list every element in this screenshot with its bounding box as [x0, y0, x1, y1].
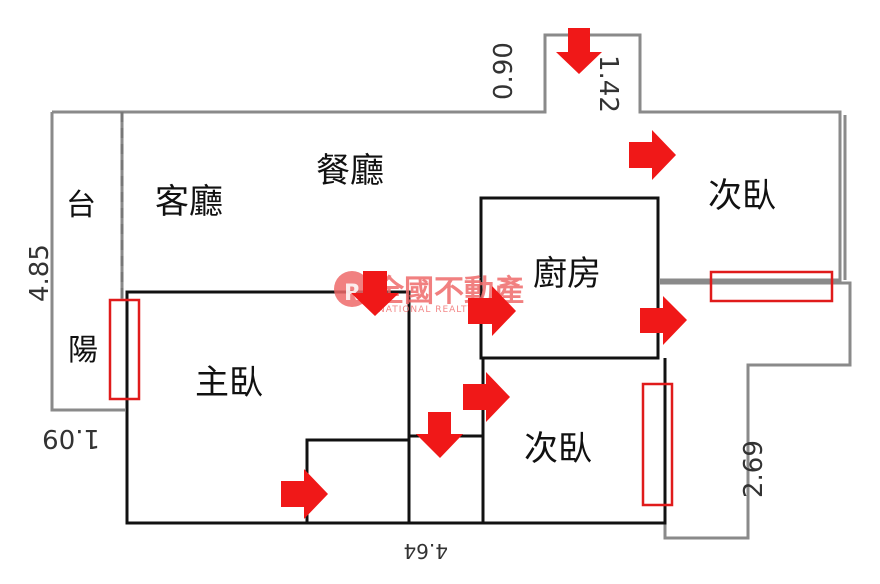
arrow-right-icon	[640, 296, 687, 345]
arrow-down-icon	[351, 271, 399, 316]
label-bedroom-top: 次臥	[708, 176, 776, 216]
dim-bottom: 4.64	[403, 539, 448, 563]
label-dining-room: 餐廳	[316, 151, 384, 191]
arrow-right-icon	[468, 286, 516, 336]
arrow-down-icon	[556, 28, 602, 74]
room-outlines	[125, 196, 667, 525]
bedroom-bottom-outline	[481, 358, 667, 525]
dim-left-height: 4.85	[25, 244, 55, 302]
label-bedroom-bottom: 次臥	[524, 429, 592, 469]
label-kitchen: 廚房	[533, 254, 601, 294]
arrow-right-icon	[463, 372, 510, 422]
master-bedroom-outline	[125, 290, 411, 525]
label-living-room: 客廳	[155, 182, 223, 222]
room-labels: 客廳 餐廳 廚房 主臥 次臥 次臥 台 陽	[66, 151, 776, 469]
marker-right-upper	[709, 270, 834, 303]
dim-top-b: 1.42	[593, 55, 623, 113]
dimension-labels: 0.90 1.42 4.85 1.09 2.69 4.64	[25, 42, 769, 563]
marker-right-lower	[641, 382, 674, 507]
kitchen-outline	[479, 196, 660, 360]
dim-top-a: 0.90	[489, 42, 519, 100]
label-master-bedroom: 主臥	[195, 363, 263, 403]
arrow-down-icon	[416, 412, 463, 458]
arrow-right-icon	[629, 130, 676, 180]
label-balcony-top: 台	[66, 188, 96, 223]
markers	[108, 270, 834, 507]
marker-left	[108, 298, 141, 401]
bathroom-outline	[305, 438, 409, 523]
arrows	[281, 28, 687, 519]
dim-left-bottom: 1.09	[42, 423, 100, 453]
arrow-right-icon	[281, 469, 328, 519]
label-balcony-bottom: 陽	[68, 333, 98, 368]
watermark-subtitle: NATIONAL REALTY	[378, 305, 474, 315]
dim-right-lower: 2.69	[739, 440, 769, 498]
outer-walls	[50, 33, 852, 540]
